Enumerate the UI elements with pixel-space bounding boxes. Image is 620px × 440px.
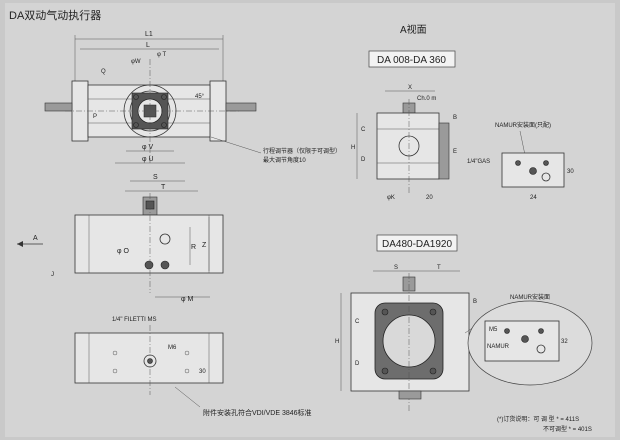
vdi-note: 附件安装孔符合VDI/VDE 3846标准 <box>203 408 312 417</box>
dim-30: 30 <box>199 369 206 375</box>
bottom-view: 1/4" FILETTI MS M6 30 附件安装孔符合VDI/VDE 384… <box>74 317 312 417</box>
dim-q: Q <box>101 69 106 75</box>
page-title: DA双动气动执行器 <box>9 8 101 22</box>
range-small-box <box>368 50 456 68</box>
port-label: 1/4"GAS <box>467 159 490 165</box>
dim-j: J <box>51 272 54 278</box>
dim-45: 45° <box>195 94 205 100</box>
dim-phi-t: φ T <box>157 52 167 58</box>
namur-small-label: NAMUR安装面(只配) <box>495 121 551 129</box>
arrow-a-label: A <box>33 235 38 242</box>
dim-c-large: C <box>355 319 360 325</box>
dim-z: Z <box>202 242 207 249</box>
dim-l1: L1 <box>145 31 153 38</box>
dim-h: H <box>351 145 355 151</box>
namur-tag: NAMUR <box>487 344 510 350</box>
dim-t-large: T <box>437 265 441 271</box>
namur-large-label: NAMUR安装面 <box>510 293 550 301</box>
dim-l: L <box>146 42 150 49</box>
range-small: DA 008-DA 360 <box>377 55 446 66</box>
dim-20: 20 <box>426 195 433 201</box>
dim-phi-m: φ M <box>181 296 193 303</box>
technical-drawing: DA双动气动执行器 A视面 L1 L φW φ T 45° <box>9 8 593 433</box>
view-a-label: A视面 <box>400 23 427 36</box>
dim-c: C <box>361 127 366 133</box>
dim-h-large: H <box>335 339 339 345</box>
drawing-sheet: DA双动气动执行器 A视面 L1 L φW φ T 45° <box>5 3 615 437</box>
dim-phi-u: φ U <box>142 156 154 163</box>
dim-d-large: D <box>355 361 360 367</box>
dim-d: D <box>361 157 366 163</box>
small-side-view: DA 008-DA 360 X Ch.0 m H D C B E φK 20 N… <box>351 50 574 201</box>
stroke-note-line2: 最大调节角度10 <box>263 156 306 164</box>
dim-30-small: 30 <box>567 169 574 175</box>
dim-r: R <box>191 244 196 251</box>
dim-b: B <box>453 115 457 121</box>
dim-s-large: S <box>394 265 398 271</box>
large-side-view: DA480-DA1920 S T H C D B E NAMUR安装面 M5 N… <box>335 234 593 411</box>
dim-ch: Ch.0 m <box>417 96 436 102</box>
dim-x: X <box>408 85 412 91</box>
bottom-body <box>74 332 224 384</box>
dim-phi-v: φ V <box>142 144 153 151</box>
dim-24: 24 <box>530 195 537 201</box>
thread-label: 1/4" FILETTI MS <box>112 317 156 323</box>
dim-phi-o: φ O <box>117 248 129 255</box>
dim-32: 32 <box>561 339 568 345</box>
footnote-line1: (*)订货说明：可 调 型 * = 411S <box>497 415 579 423</box>
dim-m5: M5 <box>489 327 498 333</box>
dim-t2: T <box>161 184 166 191</box>
small-side-body <box>376 112 440 180</box>
dim-e: E <box>453 149 457 155</box>
range-large-box <box>376 234 458 252</box>
dim-s: S <box>153 174 158 181</box>
dim-b-large: B <box>473 299 477 305</box>
dim-p: P <box>93 114 97 120</box>
footnote-line2: 不可调型 * = 401S <box>543 425 592 433</box>
stroke-note-line1: 行程调节器（仅限于可调型） <box>263 147 341 155</box>
front-view: S T φ O R Z A J φ M <box>17 174 224 303</box>
dim-phi-w: φW <box>131 59 141 65</box>
dim-m6: M6 <box>168 345 177 351</box>
top-view: L1 L φW φ T 45° Q P φ V φ U <box>44 31 341 164</box>
range-large: DA480-DA1920 <box>382 239 452 250</box>
dim-phi-k: φK <box>387 195 395 201</box>
